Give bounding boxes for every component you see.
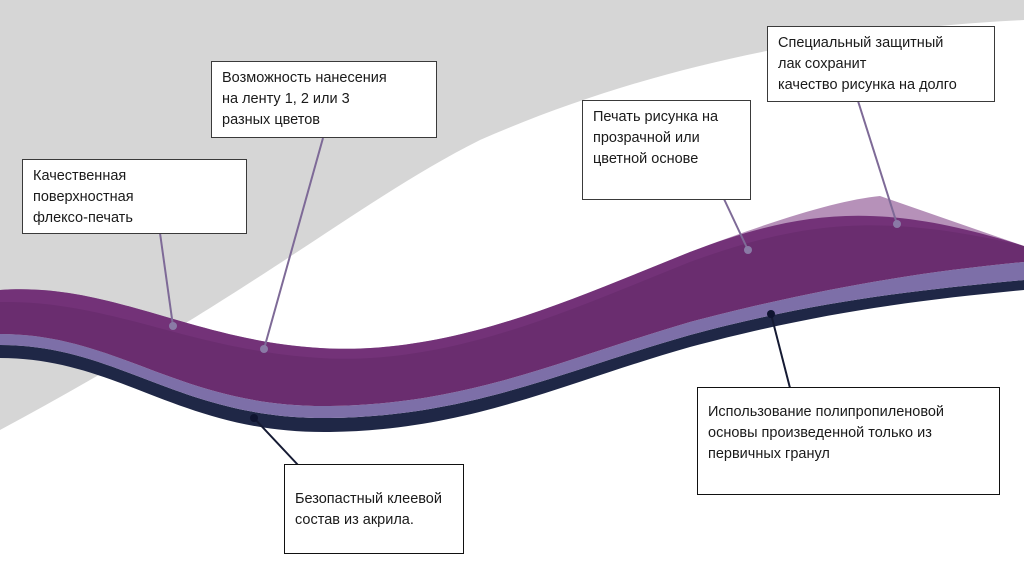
leader-print-base [723, 198, 749, 251]
leader-lacquer [857, 100, 898, 225]
leader-adhesive [253, 417, 299, 466]
print-layer-top-face [0, 196, 1024, 359]
leader-colors-option [263, 137, 324, 350]
dot-flexo [169, 322, 177, 330]
callout-protective-lacquer: Специальный защитный лак сохранит качест… [767, 26, 995, 102]
callout-polypropylene-base: Использование полипропиленовой основы пр… [697, 387, 1000, 495]
print-layer [0, 215, 1024, 407]
callout-color-options: Возможность нанесения на ленту 1, 2 или … [211, 61, 437, 138]
callout-flexo-print: Качественная поверхностная флексо-печать [22, 159, 247, 234]
adhesive-layer [0, 280, 1024, 433]
leader-polypropylene [770, 313, 791, 389]
callout-print-base: Печать рисунка на прозрачной или цветной… [582, 100, 751, 200]
dot-polypropylene [767, 310, 775, 318]
anchor-dots [169, 220, 901, 422]
dot-adhesive [250, 414, 258, 422]
callout-acrylic-adhesive: Безопастный клеевой состав из акрила. [284, 464, 464, 554]
dot-print-base [744, 246, 752, 254]
base-layer [0, 262, 1024, 419]
leader-flexo [159, 232, 174, 327]
dot-colors-option [260, 345, 268, 353]
leader-lines [159, 100, 898, 466]
dot-lacquer [893, 220, 901, 228]
